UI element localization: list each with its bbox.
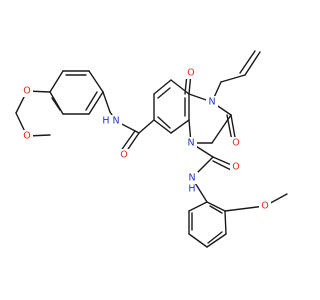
atom-bg <box>118 149 130 161</box>
methoxy-oxygen: O <box>261 201 268 212</box>
dioxole-oxygen-1: O <box>23 86 30 97</box>
atom-bg <box>206 96 218 108</box>
bond-line <box>170 119 190 134</box>
bond-line <box>188 201 208 212</box>
bond-line <box>88 91 104 115</box>
bond-line <box>157 116 171 129</box>
atom-bg <box>185 67 197 79</box>
bond-line <box>49 91 64 115</box>
bond-line <box>207 231 223 244</box>
n3-nitrogen: N <box>208 97 215 108</box>
bond-line <box>138 119 155 134</box>
bond-line <box>85 91 98 111</box>
c2-carbonyl-oxygen: O <box>232 138 239 149</box>
bond-line <box>51 97 61 111</box>
bond-line <box>226 114 233 142</box>
atom-bg <box>186 172 198 184</box>
bond-line <box>209 205 223 214</box>
amide-oxygen-left: O <box>120 150 127 161</box>
atom-bg <box>110 115 122 127</box>
bond-line <box>206 201 226 212</box>
amide-nitrogen-left: N <box>112 116 119 127</box>
c4-carbonyl-oxygen: O <box>187 68 194 79</box>
bond-line <box>244 51 261 76</box>
bond-line <box>188 233 208 248</box>
bond-line <box>206 233 227 248</box>
atom-bg <box>21 85 33 97</box>
atom-bg <box>230 161 242 173</box>
dioxole-oxygen-2: O <box>23 131 30 142</box>
bond-line <box>220 74 246 83</box>
bond-line <box>170 79 190 95</box>
amide-hydrogen-left: H <box>102 116 109 127</box>
bond-layer <box>15 50 288 248</box>
bond-line <box>153 119 172 134</box>
bond-line <box>88 70 104 93</box>
bond-line <box>49 70 64 93</box>
anilide-hydrogen: H <box>188 184 195 195</box>
bond-line <box>102 91 111 113</box>
atom-bg <box>259 200 271 212</box>
n1-nitrogen: N <box>187 138 194 149</box>
bond-line <box>224 210 227 235</box>
molecule-structure-diagram: O O N H O O N O N O N H O <box>15 50 288 248</box>
atom-label-layer: O O N H O O N O N O N H O <box>21 67 271 212</box>
bond-line <box>224 205 266 212</box>
bond-line <box>212 160 234 172</box>
bond-line <box>119 130 136 153</box>
bond-line <box>153 79 172 95</box>
anilide-nitrogen: N <box>188 173 195 184</box>
atom-bg <box>21 130 33 142</box>
bond-line <box>157 87 171 99</box>
atom-bg <box>230 137 242 149</box>
atom-bg <box>185 137 197 149</box>
acetamide-oxygen: O <box>232 162 239 173</box>
bond-line <box>239 50 256 74</box>
